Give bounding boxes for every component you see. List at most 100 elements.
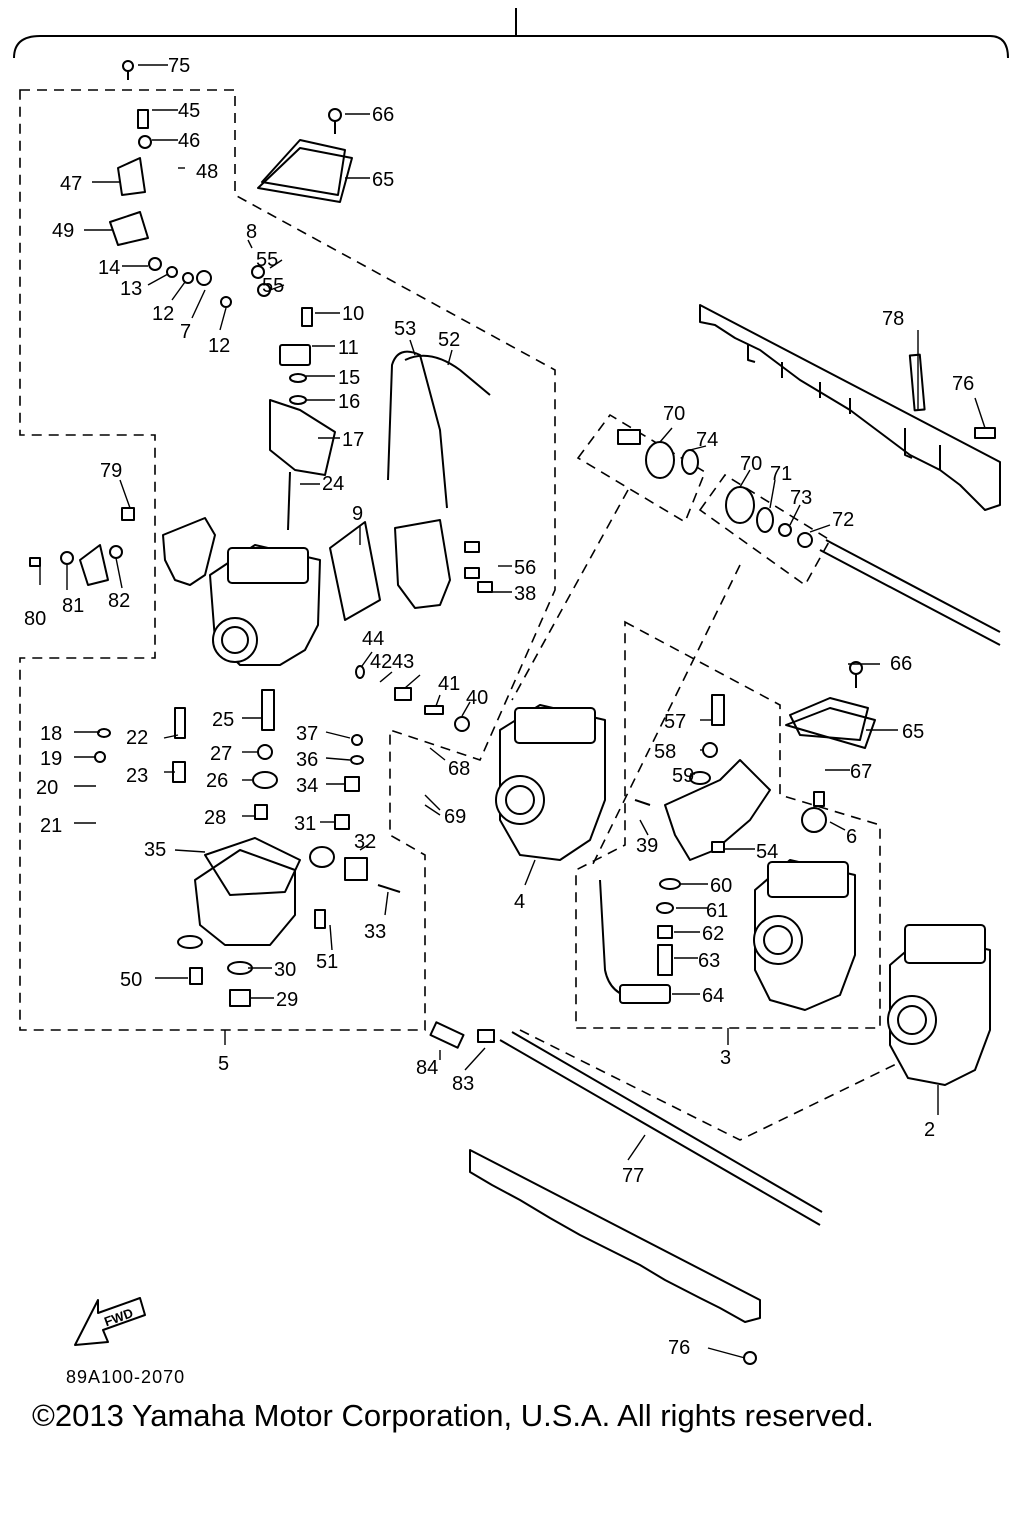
callout-55: 55 bbox=[256, 249, 278, 271]
callout-26: 26 bbox=[206, 770, 228, 792]
callout-76: 76 bbox=[952, 373, 974, 395]
group-boundary-5 bbox=[19, 89, 556, 1031]
callout-64: 64 bbox=[702, 985, 724, 1007]
callout-12: 12 bbox=[152, 303, 174, 325]
part-49-lever bbox=[109, 211, 149, 246]
callout-79: 79 bbox=[100, 460, 122, 482]
callout-12: 12 bbox=[208, 335, 230, 357]
callout-18: 18 bbox=[40, 723, 62, 745]
callout-27: 27 bbox=[210, 743, 232, 765]
carburetor-4-body bbox=[495, 704, 606, 861]
callout-49: 49 bbox=[52, 220, 74, 242]
part-64-sensor bbox=[619, 984, 671, 1004]
callout-57: 57 bbox=[664, 711, 686, 733]
part-76-lower-bracket bbox=[469, 1149, 761, 1323]
part-11-block bbox=[279, 344, 311, 366]
callout-21: 21 bbox=[40, 815, 62, 837]
part-54-bracket bbox=[664, 759, 771, 861]
callout-22: 22 bbox=[126, 727, 148, 749]
copyright-notice: ©2013 Yamaha Motor Corporation, U.S.A. A… bbox=[32, 1398, 874, 1433]
callout-72: 72 bbox=[832, 509, 854, 531]
callout-62: 62 bbox=[702, 923, 724, 945]
callout-81: 81 bbox=[62, 595, 84, 617]
callout-8: 8 bbox=[246, 221, 257, 243]
callout-48: 48 bbox=[196, 161, 218, 183]
callout-75: 75 bbox=[168, 55, 190, 77]
callout-10: 10 bbox=[342, 303, 364, 325]
callout-30: 30 bbox=[274, 959, 296, 981]
callout-41: 41 bbox=[438, 673, 460, 695]
part-fwd-arrow bbox=[74, 1297, 146, 1346]
callout-13: 13 bbox=[120, 278, 142, 300]
callout-44: 44 bbox=[362, 628, 384, 650]
callout-50: 50 bbox=[120, 969, 142, 991]
callout-65: 65 bbox=[372, 169, 394, 191]
part-72-shaft-b bbox=[825, 539, 1001, 633]
callout-6: 6 bbox=[846, 826, 857, 848]
callout-76: 76 bbox=[668, 1337, 690, 1359]
callout-2: 2 bbox=[924, 1119, 935, 1141]
frame-top-border bbox=[13, 35, 1009, 59]
callout-43: 43 bbox=[392, 651, 414, 673]
part-17-diaphragm-cover bbox=[269, 399, 336, 476]
callout-52: 52 bbox=[438, 329, 460, 351]
part-52-hose bbox=[404, 354, 491, 396]
callout-84: 84 bbox=[416, 1057, 438, 1079]
callout-65: 65 bbox=[902, 721, 924, 743]
group-boundary-3 bbox=[575, 620, 881, 1029]
carburetor-5-body bbox=[209, 544, 321, 666]
part-77-shaft-b bbox=[511, 1031, 823, 1213]
callout-82: 82 bbox=[108, 590, 130, 612]
callout-70: 70 bbox=[663, 403, 685, 425]
callout-70: 70 bbox=[740, 453, 762, 475]
callout-54: 54 bbox=[756, 841, 778, 863]
callout-28: 28 bbox=[204, 807, 226, 829]
part-81-plate bbox=[79, 544, 109, 586]
part-72-shaft-a bbox=[819, 549, 1001, 646]
callout-40: 40 bbox=[466, 687, 488, 709]
callout-78: 78 bbox=[882, 308, 904, 330]
part-65-top-cover bbox=[257, 139, 353, 203]
callout-45: 45 bbox=[178, 100, 200, 122]
carburetor-2-body bbox=[887, 924, 991, 1086]
callout-61: 61 bbox=[706, 900, 728, 922]
fastener-shapes bbox=[29, 60, 996, 1365]
callout-33: 33 bbox=[364, 921, 386, 943]
callout-74: 74 bbox=[696, 429, 718, 451]
link-boundary-70-74 bbox=[576, 413, 706, 524]
part-35-float-bowl bbox=[194, 849, 296, 946]
part-cover-plate bbox=[394, 519, 451, 609]
callout-83: 83 bbox=[452, 1073, 474, 1095]
callout-25: 25 bbox=[212, 709, 234, 731]
carburetor-3-body bbox=[753, 859, 856, 1011]
callout-31: 31 bbox=[294, 813, 316, 835]
callout-7: 7 bbox=[180, 321, 191, 343]
callout-32: 32 bbox=[354, 831, 376, 853]
link-line-77 bbox=[519, 1029, 926, 1141]
callout-20: 20 bbox=[36, 777, 58, 799]
callout-47: 47 bbox=[60, 173, 82, 195]
callout-24: 24 bbox=[322, 473, 344, 495]
callout-5: 5 bbox=[218, 1053, 229, 1075]
callout-11: 11 bbox=[338, 337, 359, 359]
callout-58: 58 bbox=[654, 741, 676, 763]
link-line-4 bbox=[511, 489, 629, 701]
callout-17: 17 bbox=[342, 429, 364, 451]
callout-67: 67 bbox=[850, 761, 872, 783]
callout-73: 73 bbox=[790, 487, 812, 509]
callout-9: 9 bbox=[352, 503, 363, 525]
reference-code: 89A100-2070 bbox=[66, 1367, 186, 1387]
callout-60: 60 bbox=[710, 875, 732, 897]
callout-42: 42 bbox=[370, 651, 392, 673]
callout-29: 29 bbox=[276, 989, 298, 1011]
part-9-gasket bbox=[329, 521, 381, 621]
callout-19: 19 bbox=[40, 748, 62, 770]
callout-39: 39 bbox=[636, 835, 658, 857]
callout-51: 51 bbox=[316, 951, 338, 973]
callout-46: 46 bbox=[178, 130, 200, 152]
callout-66: 66 bbox=[372, 104, 394, 126]
part-77-shaft-a bbox=[499, 1039, 821, 1226]
part-24-needle bbox=[287, 471, 291, 531]
part-53-hose bbox=[387, 350, 448, 509]
